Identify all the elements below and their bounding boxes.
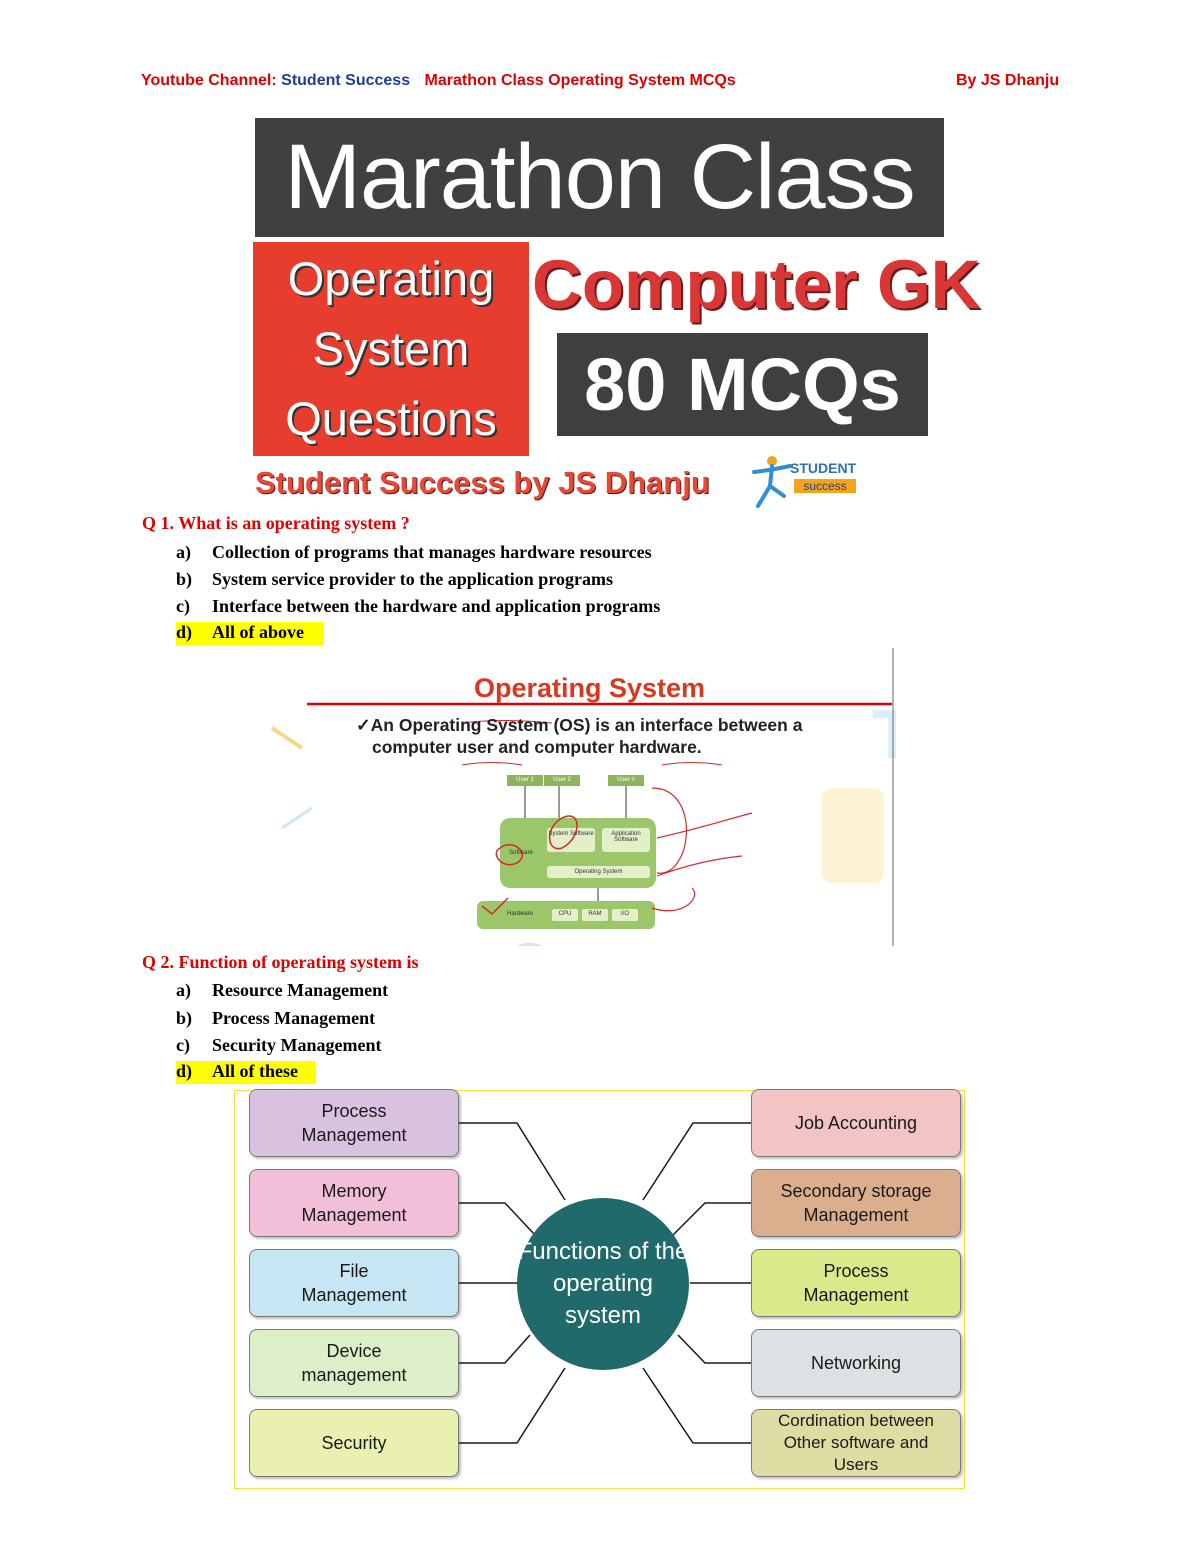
os-figure-usern: User n (617, 777, 635, 783)
os-figure-user1: User 1 (516, 777, 534, 783)
function-box-right-4: Networking (751, 1329, 961, 1397)
os-figure-line2: computer user and computer hardware. (372, 737, 702, 757)
author-label: By JS Dhanju (956, 72, 1060, 89)
option-letter: c) (176, 596, 190, 616)
os-figure-line1: ✓An Operating System (OS) is an interfac… (356, 715, 803, 735)
option-letter: b) (176, 569, 193, 589)
operating-system-figure: T (262, 648, 896, 946)
function-box-right-2: Secondary storage Management (751, 1169, 961, 1237)
banner-mcq-count: 80 MCQs (557, 333, 928, 436)
os-figure-ram: RAM (588, 911, 602, 917)
question-2-option-a: a) Resource Management (176, 980, 676, 1004)
option-text: Process Management (212, 1008, 376, 1028)
logo-line2: success (803, 479, 846, 493)
question-2-title: Q 2. Function of operating system is (142, 952, 419, 973)
question-1-option-d-answer: d) All of above (176, 622, 324, 645)
functions-center-circle: Functions of the operating system (517, 1198, 689, 1370)
option-text: Interface between the hardware and appli… (212, 596, 661, 616)
function-box-right-1: Job Accounting (751, 1089, 961, 1157)
os-figure-title: Operating System (474, 673, 706, 703)
question-1-option-a: a) Collection of programs that manages h… (176, 542, 876, 566)
page-header: Youtube Channel: Student Success Maratho… (141, 72, 736, 90)
question-2-option-d-answer: d) All of these (176, 1061, 316, 1084)
option-text: System service provider to the applicati… (212, 569, 613, 589)
document-title: Marathon Class Operating System MCQs (424, 72, 736, 89)
option-text: All of these (212, 1061, 298, 1081)
option-text: Collection of programs that manages hard… (212, 542, 652, 562)
channel-name: Student Success (281, 72, 411, 89)
option-letter: a) (176, 542, 191, 562)
svg-text:T: T (872, 695, 896, 773)
question-1-option-c: c) Interface between the hardware and ap… (176, 596, 876, 620)
os-figure-user2: User 2 (553, 777, 571, 783)
os-figure-hardware: Hardware (506, 911, 533, 917)
os-figure-cpu: CPU (558, 911, 572, 917)
os-figure-software: Software (509, 850, 533, 856)
os-figure-system-software: System Software (548, 831, 594, 837)
channel-label: Youtube Channel: (141, 72, 277, 89)
function-box-left-4: Device management (249, 1329, 459, 1397)
banner-os-line1: Operating (287, 252, 495, 305)
question-2-option-c: c) Security Management (176, 1035, 676, 1059)
option-text: All of above (212, 622, 304, 642)
question-1-title: Q 1. What is an operating system ? (142, 513, 410, 534)
option-letter: c) (176, 1035, 190, 1055)
question-1-text: What is an operating system ? (178, 513, 410, 533)
option-letter: a) (176, 980, 191, 1000)
banner-os-line2: System (312, 322, 470, 375)
banner-os-line3: Questions (285, 392, 497, 445)
logo-line1: STUDENT (790, 460, 857, 476)
function-box-left-3: File Management (249, 1249, 459, 1317)
os-figure-application-software: Application Software (611, 831, 641, 843)
banner-byline: Student Success by JS Dhanju (255, 465, 710, 500)
function-box-left-5: Security (249, 1409, 459, 1477)
os-figure-io: I/O (620, 911, 629, 917)
question-1-option-b: b) System service provider to the applic… (176, 569, 876, 593)
banner-title: Marathon Class (255, 118, 944, 237)
option-letter: d) (176, 1061, 193, 1081)
option-letter: b) (176, 1008, 193, 1028)
question-2-number: Q 2. (142, 952, 175, 972)
option-letter: d) (176, 622, 193, 642)
option-text: Resource Management (212, 980, 389, 1000)
option-text: Security Management (212, 1035, 382, 1055)
function-box-right-5: Cordination between Other software and U… (751, 1409, 961, 1477)
question-2-option-b: b) Process Management (176, 1008, 676, 1032)
student-success-logo-icon: STUDENT success (752, 456, 857, 508)
question-2-text: Function of operating system is (178, 952, 419, 972)
function-box-left-2: Memory Management (249, 1169, 459, 1237)
banner-computer-gk: Computer GK (532, 246, 981, 323)
function-box-right-3: Process Management (751, 1249, 961, 1317)
question-1-number: Q 1. (142, 513, 175, 533)
function-box-left-1: Process Management (249, 1089, 459, 1157)
functions-diagram-frame (234, 1090, 965, 1489)
os-figure-operating-system: Operating System (574, 869, 623, 875)
banner-os-questions: Operating System Questions (253, 242, 529, 456)
